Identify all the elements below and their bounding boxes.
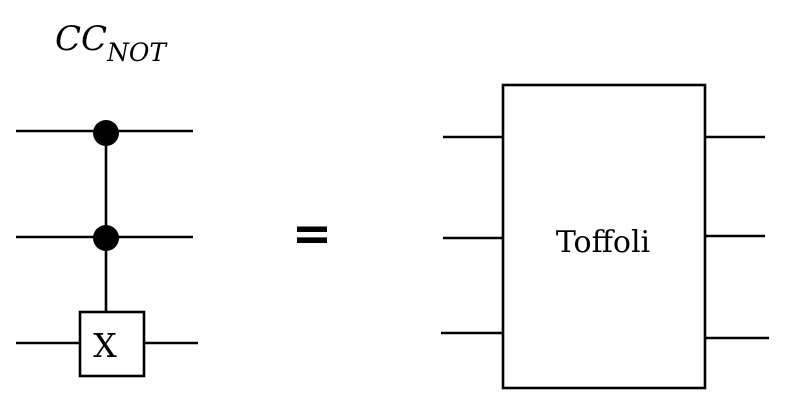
circuit-title-main: CC: [55, 19, 107, 59]
x-gate-label: X: [93, 326, 117, 365]
control-dot-2: [93, 225, 119, 251]
toffoli-label: Toffoli: [556, 225, 650, 260]
circuit-title-subscript: NOT: [106, 38, 168, 67]
equals-sign: =: [292, 206, 332, 262]
circuit-title: CCNOT: [55, 19, 168, 67]
toffoli-block: Toffoli: [441, 83, 769, 390]
toffoli-box: [501, 83, 707, 390]
x-gate-box: [78, 310, 146, 378]
left-circuit: X: [16, 120, 198, 378]
control-dot-1: [93, 120, 119, 146]
